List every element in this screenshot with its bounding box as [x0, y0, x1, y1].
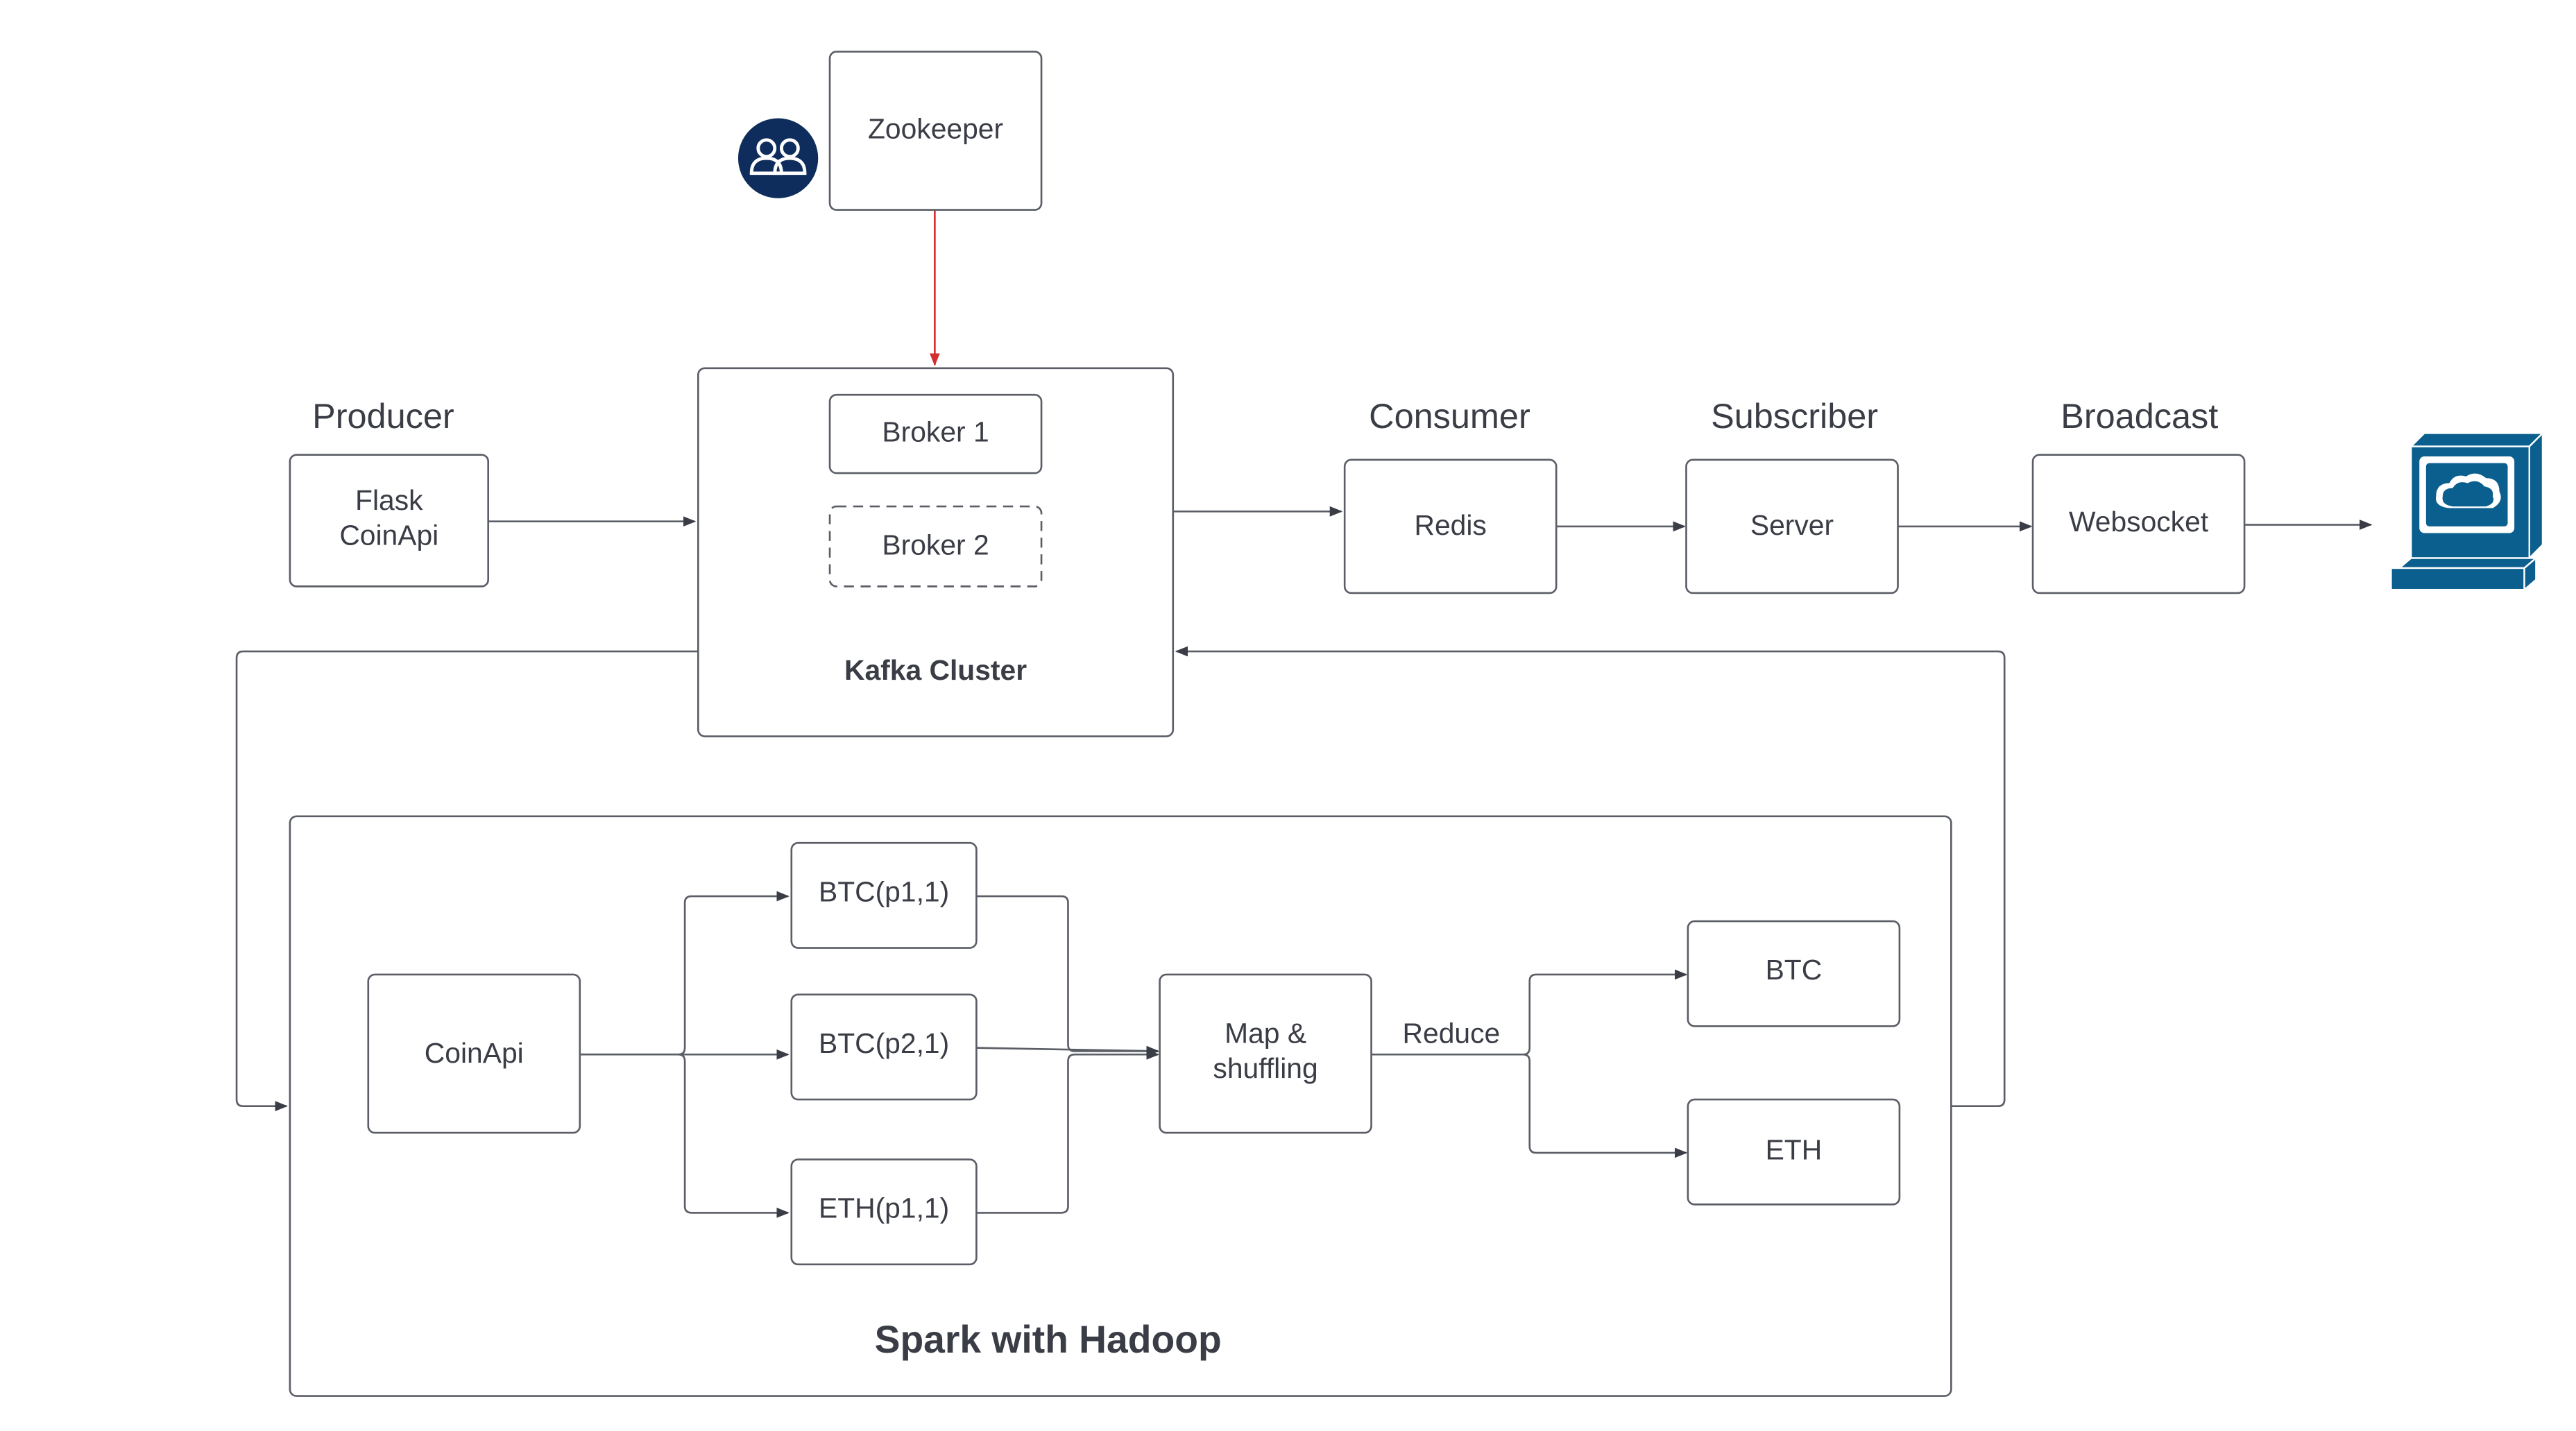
map-label: Map & — [1225, 1017, 1306, 1049]
spark-hadoop-title: Spark with Hadoop — [875, 1318, 1222, 1361]
coinapi-to-btc-p1-arrow — [579, 891, 790, 1056]
flask-coinapi-label: CoinApi — [339, 519, 438, 551]
flask-coinapi-node[interactable]: Flask CoinApi — [289, 454, 490, 588]
btc-result-node[interactable]: BTC — [1687, 920, 1901, 1027]
eth-p1-node[interactable]: ETH(p1,1) — [790, 1158, 978, 1266]
kafka-to-spark-arrow — [235, 650, 699, 1112]
btc-p2-node[interactable]: BTC(p2,1) — [790, 993, 978, 1101]
map-shuffling-node[interactable]: Map & shuffling — [1159, 973, 1372, 1134]
zookeeper-label: Zookeeper — [868, 112, 1003, 144]
eth-p1-to-map-arrow — [976, 1049, 1160, 1214]
users-group-icon — [749, 138, 807, 175]
eth-result-label: ETH — [1766, 1134, 1823, 1166]
spark-hadoop-container: Spark with Hadoop — [289, 815, 1952, 1397]
redis-node[interactable]: Redis — [1343, 459, 1558, 594]
redis-label: Redis — [1414, 509, 1486, 541]
shuffling-label: shuffling — [1213, 1052, 1317, 1084]
broker-1-node[interactable]: Broker 1 — [828, 393, 1043, 474]
flask-label: Flask — [355, 484, 423, 516]
server-label: Server — [1750, 509, 1834, 541]
spark-to-kafka-arrow — [1175, 646, 2006, 1108]
websocket-label: Websocket — [2069, 506, 2209, 538]
btc-p2-label: BTC(p2,1) — [819, 1027, 949, 1059]
websocket-node[interactable]: Websocket — [2031, 454, 2246, 594]
btc-p1-label: BTC(p1,1) — [819, 875, 949, 907]
broker-2-label: Broker 2 — [882, 529, 989, 561]
coinapi-to-eth-p1-arrow — [678, 1053, 790, 1218]
kafka-cluster[interactable]: Broker 1 Broker 2 Kafka Cluster — [697, 367, 1175, 737]
broadcast-header: Broadcast — [2061, 396, 2218, 436]
kafka-cluster-label: Kafka Cluster — [844, 654, 1027, 686]
reduce-label: Reduce — [1403, 1017, 1501, 1049]
producer-header: Producer — [312, 396, 454, 436]
spark-coinapi-label: CoinApi — [425, 1037, 524, 1069]
connectors — [235, 209, 2373, 1218]
eth-p1-label: ETH(p1,1) — [819, 1192, 949, 1224]
btc-p2-to-map-arrow — [976, 1045, 1160, 1056]
reduce-to-eth-arrow — [1523, 1053, 1688, 1158]
spark-coinapi-node[interactable]: CoinApi — [367, 973, 581, 1134]
subscriber-header: Subscriber — [1711, 396, 1878, 436]
btc-p1-to-map-arrow — [976, 895, 1160, 1056]
broker-1-label: Broker 1 — [882, 415, 989, 447]
zookeeper-node[interactable]: Zookeeper — [828, 51, 1043, 211]
broker-2-node[interactable]: Broker 2 — [828, 505, 1043, 588]
btc-result-label: BTC — [1766, 954, 1823, 986]
computer-terminal-icon — [2390, 431, 2545, 592]
btc-p1-node[interactable]: BTC(p1,1) — [790, 841, 978, 949]
eth-result-node[interactable]: ETH — [1687, 1098, 1901, 1206]
consumer-header: Consumer — [1369, 396, 1530, 436]
zookeeper-badge — [737, 118, 819, 198]
server-node[interactable]: Server — [1685, 459, 1899, 594]
